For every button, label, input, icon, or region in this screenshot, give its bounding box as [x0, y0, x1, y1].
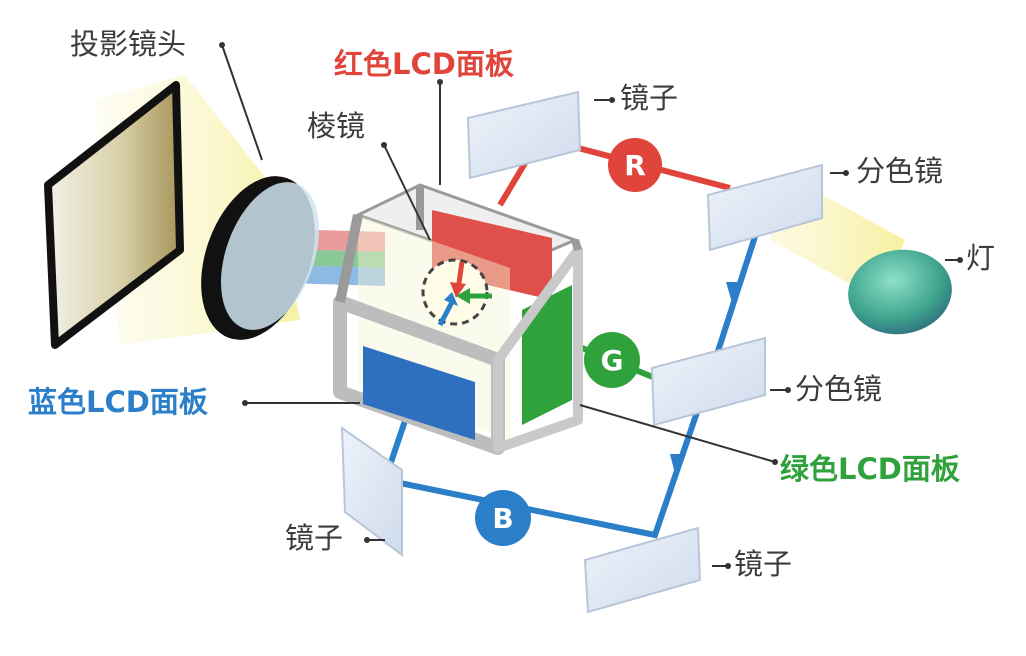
label-red-lcd: 红色LCD面板	[334, 47, 514, 81]
mirror-top	[466, 90, 582, 180]
badge-g: G	[584, 332, 640, 388]
projection-lens	[201, 176, 320, 340]
leader-lines	[221, 44, 962, 567]
badge-g-text: G	[601, 344, 624, 377]
arrow-down-1	[726, 282, 742, 306]
badge-r-text: R	[624, 149, 646, 182]
dichroic-top	[706, 163, 823, 252]
green-lcd-panel	[522, 285, 572, 425]
label-dichroic-mid: 分色镜	[795, 372, 883, 406]
label-mirror-left: 镜子	[285, 521, 344, 555]
label-blue-lcd: 蓝色LCD面板	[28, 385, 208, 419]
label-prism: 棱镜	[307, 109, 366, 143]
badge-b-text: B	[492, 502, 513, 535]
blue-lcd-panel	[363, 346, 475, 440]
leader-dots	[219, 42, 963, 569]
label-green-lcd: 绿色LCD面板	[780, 452, 960, 486]
prism-cube	[333, 183, 583, 455]
label-mirror-bottom: 镜子	[734, 547, 793, 581]
mirror-bottom	[583, 526, 702, 614]
mirror-left	[340, 426, 403, 558]
badge-b: B	[475, 490, 531, 546]
label-dichroic-top: 分色镜	[856, 154, 944, 188]
label-mirror-top: 镜子	[620, 81, 679, 115]
badge-r: R	[608, 138, 662, 192]
label-projection-lens: 投影镜头	[70, 27, 187, 61]
arrow-down-2	[670, 454, 686, 478]
dichroic-mid	[650, 336, 766, 427]
label-lamp: 灯	[966, 241, 996, 275]
projection-screen	[44, 81, 184, 349]
lamp	[848, 249, 952, 335]
